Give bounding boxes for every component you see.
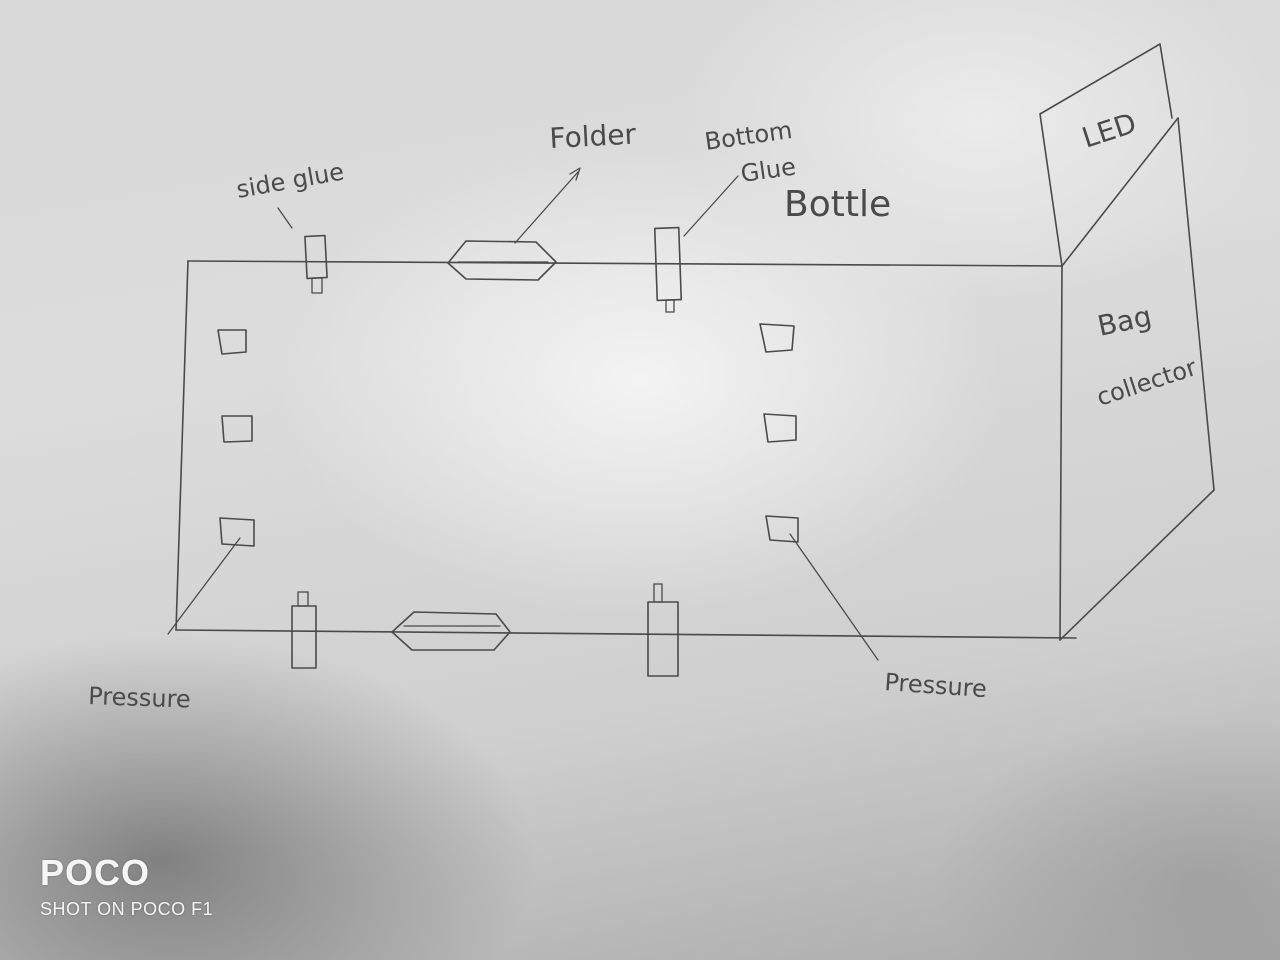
side-glue-unit-bottom xyxy=(291,591,317,669)
pressure-pads-left xyxy=(217,329,255,547)
pressure-left-label: Pressure xyxy=(88,682,191,714)
frame-bottom-edge xyxy=(175,629,1077,639)
pressure-pad xyxy=(217,329,247,355)
panel-diagonal-top xyxy=(1061,117,1179,267)
pressure-right-pointer xyxy=(789,533,879,661)
pressure-pad xyxy=(765,515,799,543)
frame-left-edge xyxy=(175,260,189,631)
folder-label: Folder xyxy=(549,117,638,155)
bottom-glue-label-line2: Glue xyxy=(739,153,798,188)
collector-label: collector xyxy=(1093,353,1200,412)
pressure-pads-right xyxy=(759,323,799,543)
bottle-label: Bottle xyxy=(784,184,891,225)
side-glue-unit-top xyxy=(277,207,328,294)
bag-label: Bag xyxy=(1095,299,1155,343)
machine-frame xyxy=(175,260,1077,641)
side-glue-label: side glue xyxy=(234,157,346,203)
camera-watermark-caption: SHOT ON POCO F1 xyxy=(40,899,214,919)
panel-diagonal-bottom xyxy=(1059,489,1215,641)
bottom-glue-unit-bottom xyxy=(647,583,679,677)
pressure-pad xyxy=(759,323,795,353)
pressure-right-label: Pressure xyxy=(884,668,988,703)
pressure-pad xyxy=(221,415,253,443)
bottom-glue-label-line1: Bottom xyxy=(703,116,794,156)
panel-outer-edge xyxy=(1177,117,1215,491)
pressure-left-pointer xyxy=(167,537,241,635)
frame-top-edge xyxy=(187,260,1063,267)
led-label: LED xyxy=(1078,106,1140,154)
folder-bottom xyxy=(391,611,511,651)
led-panel-outline xyxy=(1039,43,1173,267)
folder-top xyxy=(447,167,581,281)
bag-collector-panel xyxy=(1039,43,1215,641)
camera-watermark-brand: POCO xyxy=(40,852,151,893)
bottom-glue-unit-top xyxy=(653,175,739,313)
pressure-pad xyxy=(763,413,797,443)
pressure-pad xyxy=(219,517,255,547)
frame-right-edge xyxy=(1059,265,1063,641)
